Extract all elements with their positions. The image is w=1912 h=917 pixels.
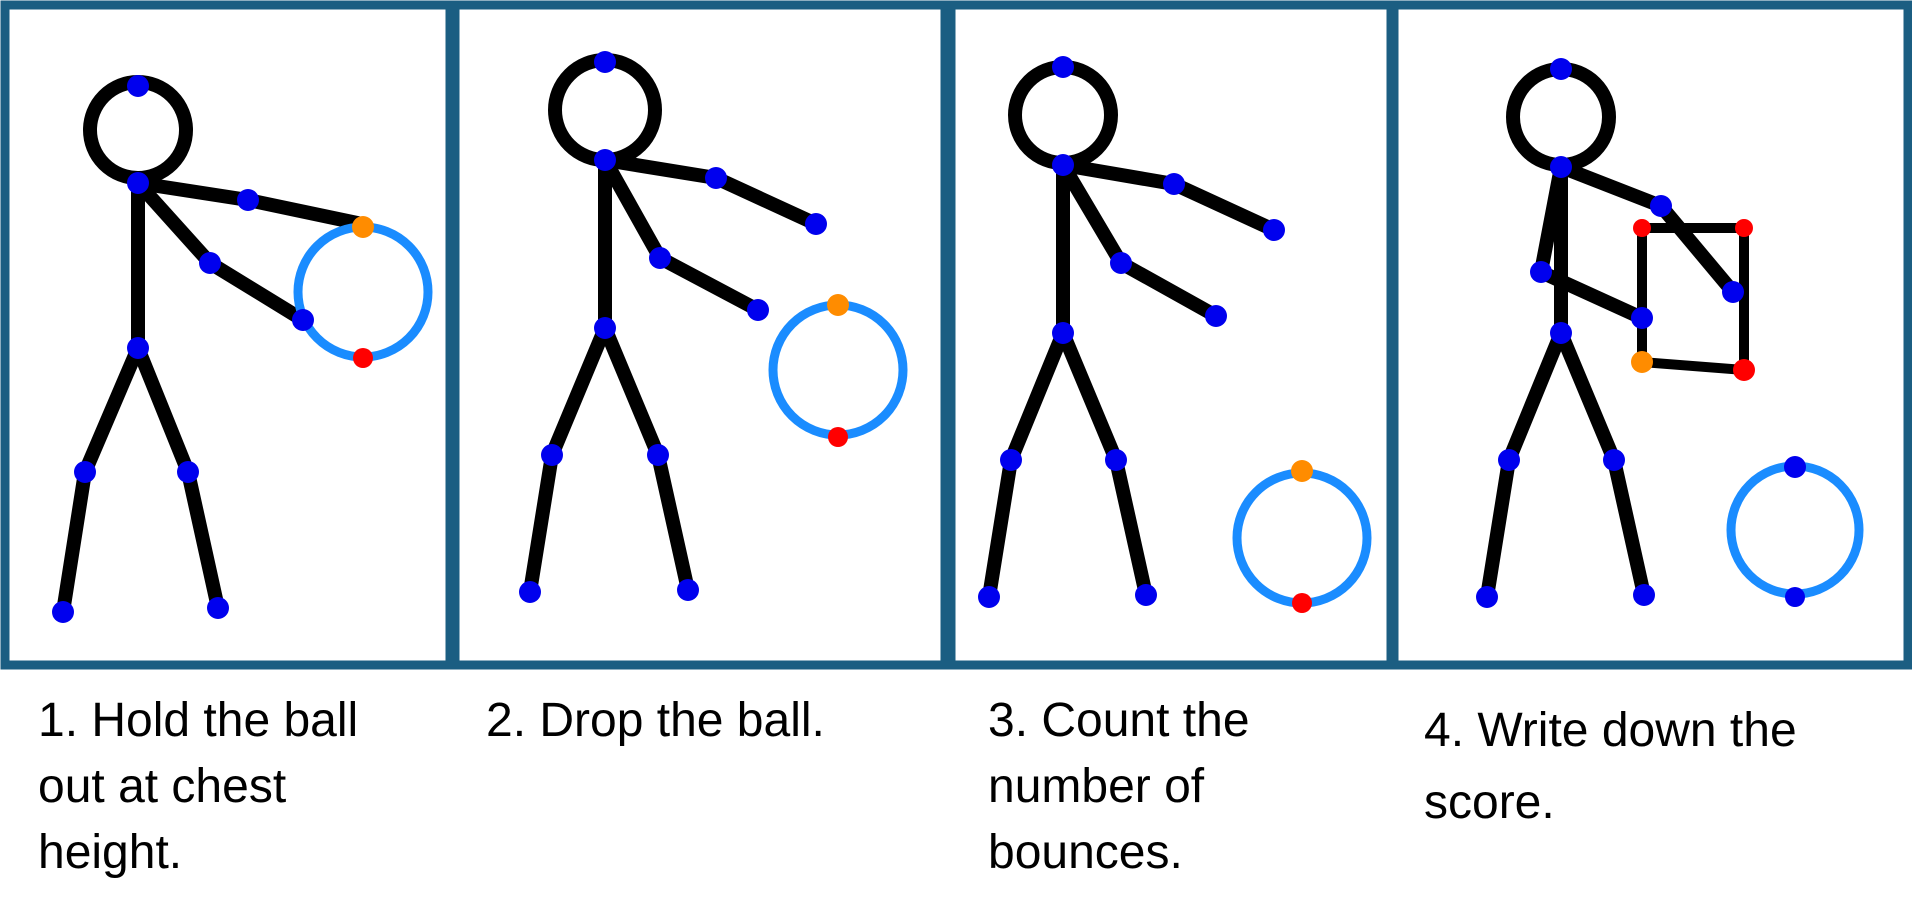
figure-right-leg [131, 341, 195, 479]
ball-bottom-marker [828, 427, 848, 447]
ball-top-marker [827, 294, 849, 316]
ball-bottom-marker [353, 348, 373, 368]
figure-right-leg [1056, 326, 1123, 467]
figure-upper-arm [131, 176, 255, 207]
figure-lower-arm [1056, 158, 1128, 270]
joint-markers [1476, 58, 1806, 608]
figure-left-leg [1004, 326, 1070, 467]
step-1-panel [0, 0, 455, 670]
caption-line: 3. Count the [988, 694, 1250, 747]
step-2-panel [450, 0, 950, 670]
figure-lower-arm [131, 176, 217, 270]
joint-markers [52, 75, 314, 623]
caption-line: out at chest [38, 760, 287, 813]
figure-left-leg [1502, 326, 1568, 467]
figure-upper-arm [598, 153, 723, 185]
figure-lower-arm [598, 153, 667, 265]
caption-line: 4. Write down the [1424, 704, 1797, 757]
caption-line: number of [988, 760, 1205, 813]
panel-frame [946, 0, 1396, 670]
caption-line: score. [1424, 776, 1555, 829]
step-3-panel [946, 0, 1396, 670]
step-3-caption: 3. Count the number of bounces. [988, 688, 1250, 886]
figure-upper-arm [1056, 158, 1181, 191]
ball-top-marker [1291, 460, 1313, 482]
joint-markers [978, 56, 1285, 608]
score-sheet-corner-marker [1631, 351, 1653, 373]
step-2-caption: 2. Drop the ball. [486, 688, 825, 754]
stick-figure [1480, 62, 1740, 604]
step-4-caption: 4. Write down the score. [1424, 695, 1797, 839]
panel-frame [0, 0, 455, 670]
step-1-caption: 1. Hold the ball out at chest height. [38, 688, 358, 886]
figure-upper-arm [1554, 160, 1668, 213]
figure-left-leg [545, 321, 612, 462]
caption-line: 1. Hold the ball [38, 694, 359, 747]
panel-frame [1389, 0, 1912, 670]
joint-markers [519, 51, 827, 603]
figure-right-leg [1554, 326, 1621, 467]
ball-top-marker [352, 216, 374, 238]
caption-line: bounces. [988, 826, 1183, 879]
score-sheet-corners [1633, 219, 1755, 381]
caption-line: height. [38, 826, 183, 879]
caption-line: 2. Drop the ball. [486, 694, 825, 747]
figure-lower-arm [1534, 160, 1568, 279]
ball-bottom-marker [1292, 593, 1312, 613]
step-4-panel [1389, 0, 1912, 670]
figure-right-leg [598, 321, 665, 462]
figure-left-leg [78, 341, 145, 479]
